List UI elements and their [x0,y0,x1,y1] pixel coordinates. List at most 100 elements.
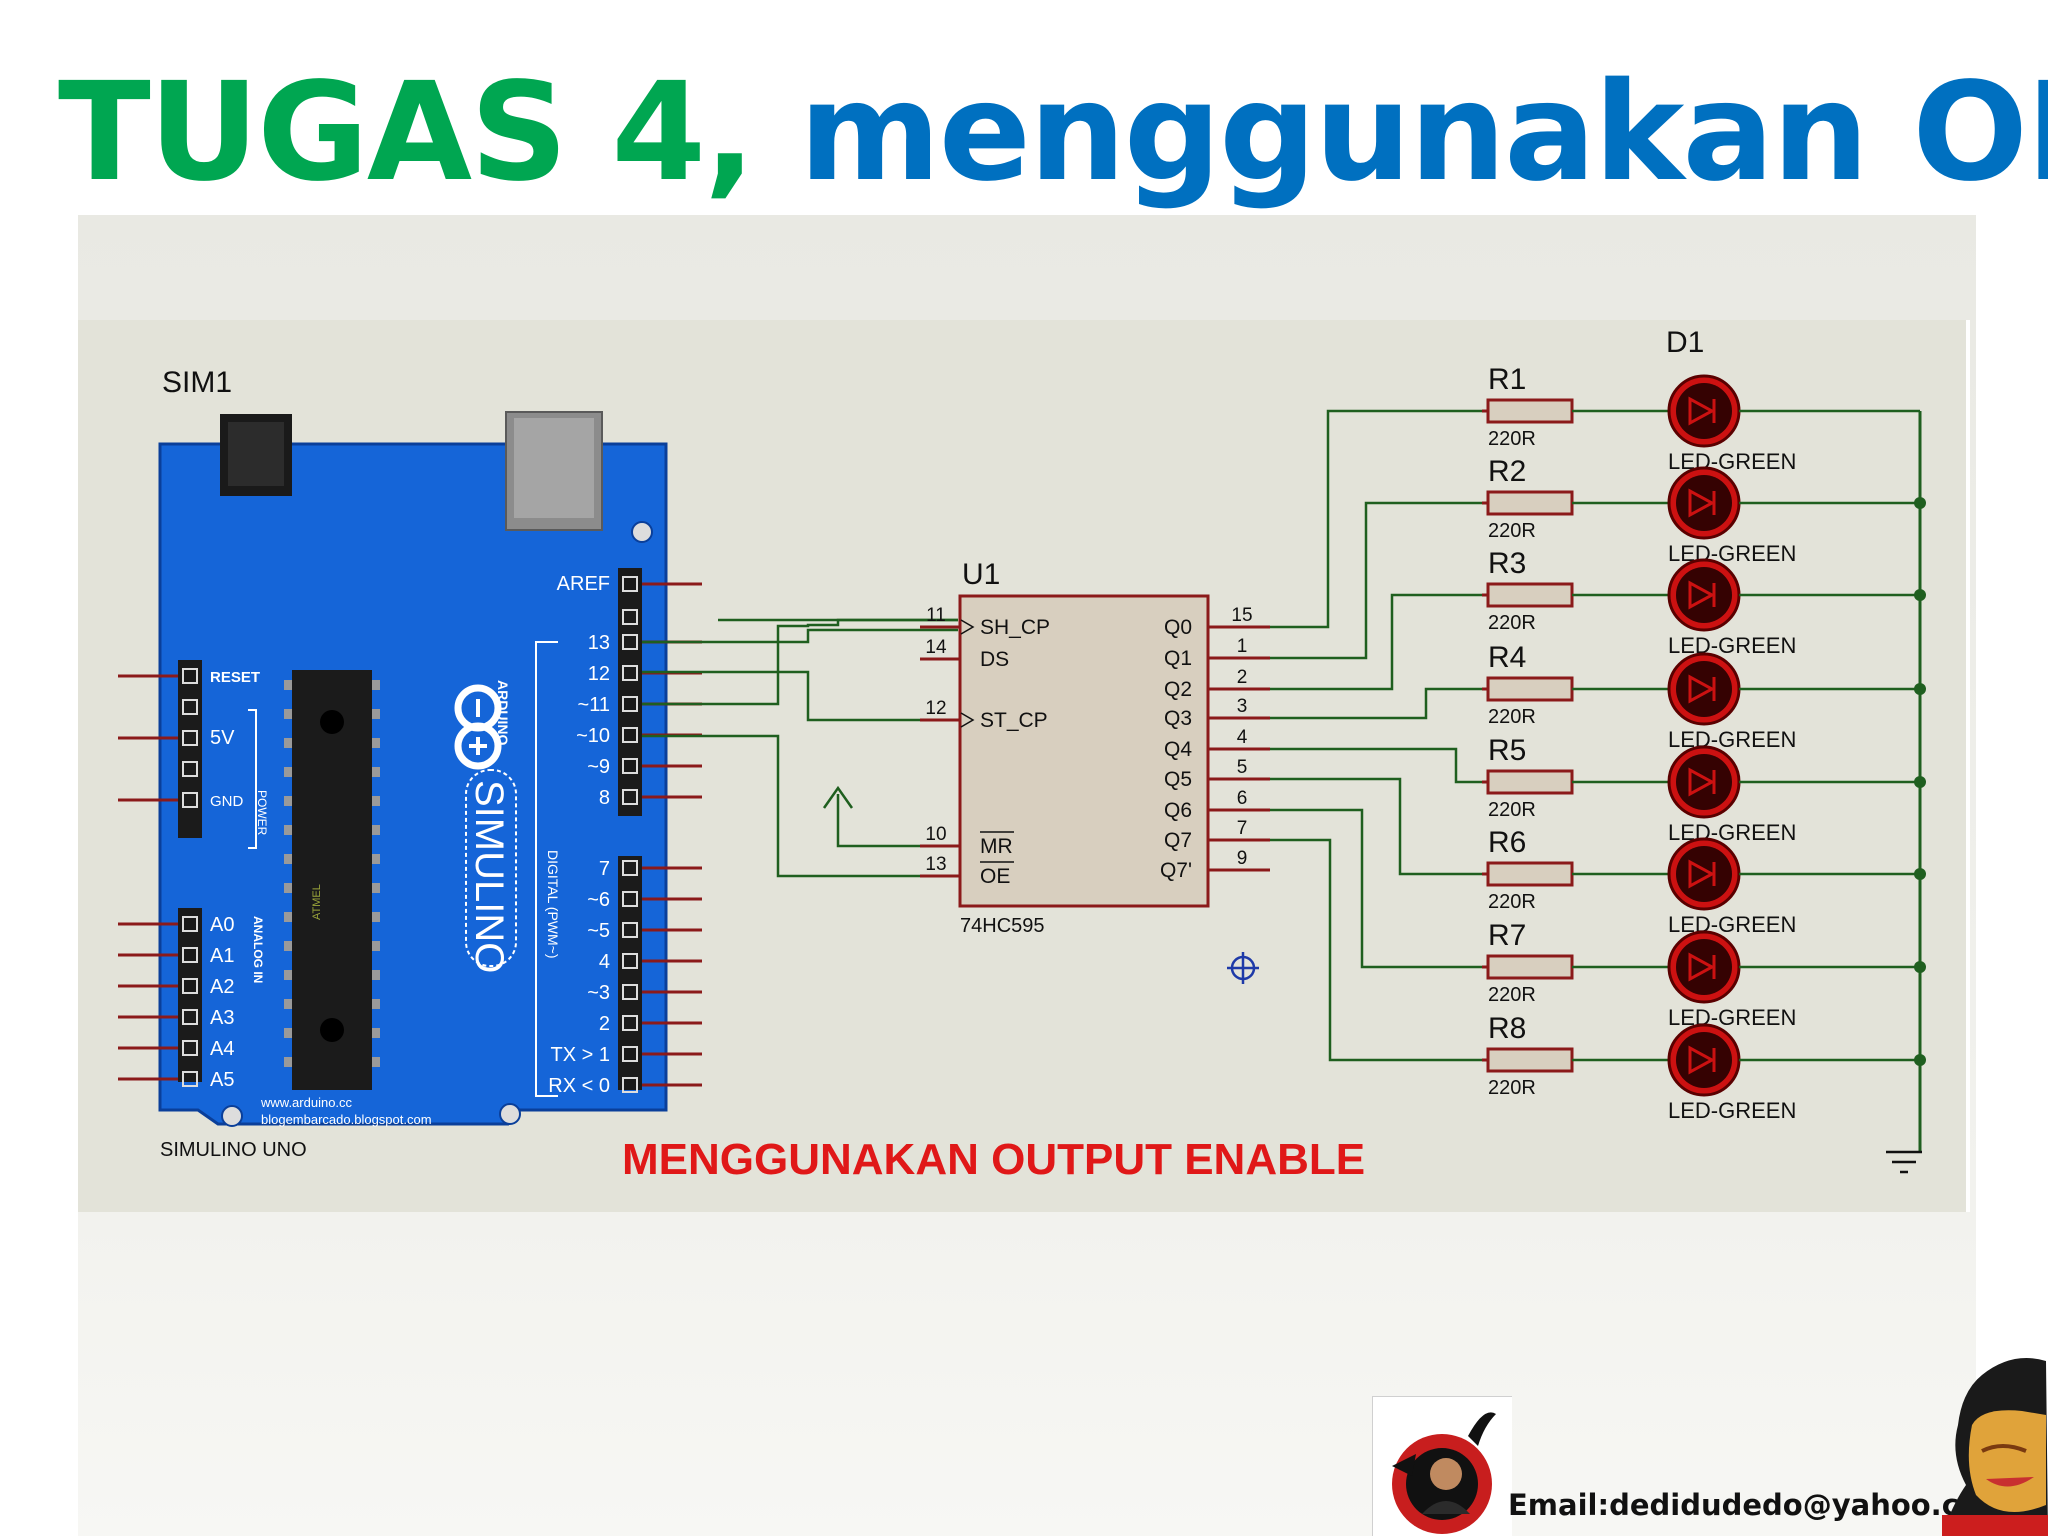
header-pin [622,758,638,774]
led-ref: D1 [1666,326,1704,359]
ic-pin-number: 14 [925,637,947,658]
diode-icon [1688,396,1716,426]
resistor-value: 220R [1488,799,1536,821]
led-lens [1676,661,1732,717]
usb-connector-face [514,418,594,518]
ic-ref: U1 [962,558,1000,591]
power-header [178,660,202,838]
chip-pin [284,767,292,777]
chip-pin [372,796,380,806]
led-type: LED-GREEN [1668,912,1796,937]
chip-dot [320,1018,344,1042]
pin-label-digital: ~5 [587,920,610,942]
header-pin [622,1015,638,1031]
chip-pin [372,970,380,980]
pin-label-digital: ~10 [576,725,610,747]
chip-pin [372,709,380,719]
resistor-ref: R1 [1488,363,1526,396]
led-lens [1676,1032,1732,1088]
mounting-hole [499,1103,521,1125]
ic-part: 74HC595 [960,915,1045,937]
ic-pin-name: OE [980,865,1010,888]
digital-bracket [535,641,558,1097]
wire-data [642,628,958,644]
header-pin [622,609,638,625]
chip-pin [284,912,292,922]
resistor-value: 220R [1488,520,1536,542]
ic-pin-number: 2 [1237,667,1248,688]
pin-label-power: GND [210,793,244,810]
led-lens [1676,754,1732,810]
resistor-body [1486,398,1574,424]
output-enable-banner: MENGGUNAKAN OUTPUT ENABLE [622,1135,1365,1184]
arduino-board: ATMEL ARDUINO SIMULINO DIGITAL (PWM~) PO… [118,411,702,1127]
ic-pin-number: 4 [1237,727,1248,748]
ic-pin-number: 6 [1237,788,1248,809]
resistor-body [1486,954,1574,980]
pin-label-aref: AREF [557,573,610,595]
header-pin [622,953,638,969]
header-pin [622,984,638,1000]
chip-pin [284,1057,292,1067]
digital-label: DIGITAL (PWM~) [545,850,561,959]
resistor-value: 220R [1488,612,1536,634]
ground-symbol-icon [1886,1150,1922,1174]
header-pin [182,978,198,994]
ic-pin-name: ST_CP [980,709,1048,732]
chip-pin [372,1057,380,1067]
chip-pin [372,825,380,835]
ic-pin-name: Q4 [1164,738,1192,761]
resistor-ref: R2 [1488,455,1526,488]
output-wire [1270,747,1482,784]
ic-pin-name: DS [980,648,1009,671]
resistor-ref: R8 [1488,1012,1526,1045]
pin-label-analog: A1 [210,945,234,967]
resistor-ref: R5 [1488,734,1526,767]
chip-pin [372,854,380,864]
chip-pin [284,1028,292,1038]
led-type: LED-GREEN [1668,1098,1796,1123]
power-bracket [248,709,257,849]
ic-body [958,594,1210,908]
resistor-value: 220R [1488,428,1536,450]
ic-pin-number: 12 [925,698,946,719]
header-pin [622,789,638,805]
dc-jack-inner [228,422,284,486]
chip-pin [284,941,292,951]
header-pin [182,1040,198,1056]
output-wire [1270,593,1482,691]
digital-header-high [618,568,642,816]
chip-pins [284,680,380,1067]
wire-master-reset [836,814,958,848]
chip-pin [284,738,292,748]
pin-label-digital: ~9 [587,756,610,778]
chip-pin [372,999,380,1009]
diode-icon [1688,1045,1716,1075]
header-pin [182,792,198,808]
resistor-value: 220R [1488,891,1536,913]
output-wire [1270,838,1482,1062]
header-pin [622,1046,638,1062]
chip-pin [372,883,380,893]
ic-pin-number: 10 [925,824,946,845]
title-part-blue: menggunakan OE [799,54,2048,212]
resistor-value: 220R [1488,706,1536,728]
resistor-body [1486,490,1574,516]
resistor-ref: R6 [1488,826,1526,859]
led-lens [1676,383,1732,439]
pin-label-digital: 7 [599,858,610,880]
led-type: LED-GREEN [1668,541,1796,566]
ic-pin-number: 3 [1237,696,1248,717]
header-pin [182,1071,198,1087]
header-pin [182,761,198,777]
resistor-body [1486,861,1574,887]
author-logo [1372,1396,1512,1536]
chip-label: ATMEL [311,884,323,920]
mounting-hole [221,1105,243,1127]
arduino-url: www.arduino.cc [260,1095,353,1110]
output-wire [1270,409,1482,629]
header-pin [622,576,638,592]
pin-label-analog: A5 [210,1069,234,1091]
output-wire [1270,501,1482,660]
probe-marker-icon [1227,952,1259,984]
